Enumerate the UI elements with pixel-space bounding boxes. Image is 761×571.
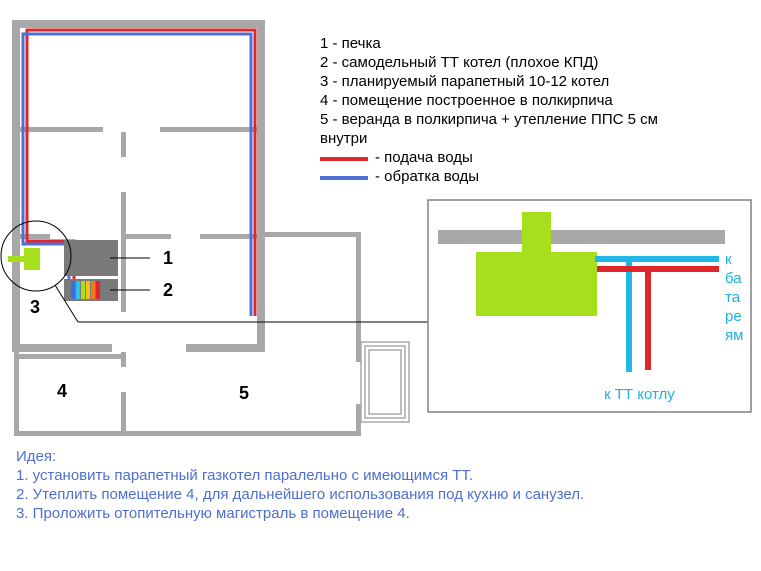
to-tt-boiler-label: к ТТ котлу <box>604 386 675 403</box>
to-radiators-label-4: ре <box>725 308 742 325</box>
parapet-boiler-3-flue <box>8 256 24 262</box>
house-walls <box>12 20 265 352</box>
return-swatch <box>320 176 368 180</box>
idea-item-1: 1. установить парапетный газкотел парале… <box>16 467 474 484</box>
idea-item-3: 3. Проложить отопительную магистраль в п… <box>16 505 410 522</box>
to-radiators-label-2: ба <box>725 270 742 287</box>
supply-label: - подача воды <box>375 149 473 166</box>
stove-1 <box>64 240 118 276</box>
legend-item-5: 5 - веранда в полкирпича + утепление ППС… <box>320 111 658 128</box>
return-pipe <box>21 32 253 316</box>
tt-boiler-2 <box>64 279 118 301</box>
label-3: 3 <box>30 297 40 317</box>
return-label: - обратка воды <box>375 168 480 185</box>
legend-item-5-cont: внутри <box>320 130 368 147</box>
legend-item-2: 2 - самодельный ТТ котел (плохое КПД) <box>320 54 599 71</box>
rooms-4-5-walls <box>14 232 361 436</box>
to-radiators-label-5: ям <box>725 327 743 344</box>
idea-title: Идея: <box>16 448 57 465</box>
bay-outline <box>360 341 410 423</box>
legend-supply: - подача воды <box>320 148 658 167</box>
zoom-circle <box>0 220 72 292</box>
to-radiators-label-3: та <box>725 289 741 306</box>
legend-return: - обратка воды <box>320 167 658 186</box>
legend: 1 - печка 2 - самодельный ТТ котел (плох… <box>320 34 658 186</box>
legend-item-1: 1 - печка <box>320 35 381 52</box>
parapet-boiler-3 <box>24 248 40 270</box>
idea-block: Идея: 1. установить парапетный газкотел … <box>16 447 584 523</box>
inset-detail: к ба та ре ям к ТТ котлу <box>427 199 752 413</box>
idea-item-2: 2. Утеплить помещение 4, для дальнейшего… <box>16 486 585 503</box>
label-5: 5 <box>239 383 249 403</box>
label-4: 4 <box>57 381 67 401</box>
supply-swatch <box>320 157 368 161</box>
to-radiators-label-1: к <box>725 251 732 268</box>
label-2: 2 <box>163 280 173 300</box>
legend-item-4: 4 - помещение построенное в полкирпича <box>320 92 613 109</box>
supply-pipe <box>25 28 257 316</box>
legend-item-3: 3 - планируемый парапетный 10-12 котел <box>320 73 610 90</box>
label-1: 1 <box>163 248 173 268</box>
zoom-line-top <box>54 284 79 323</box>
